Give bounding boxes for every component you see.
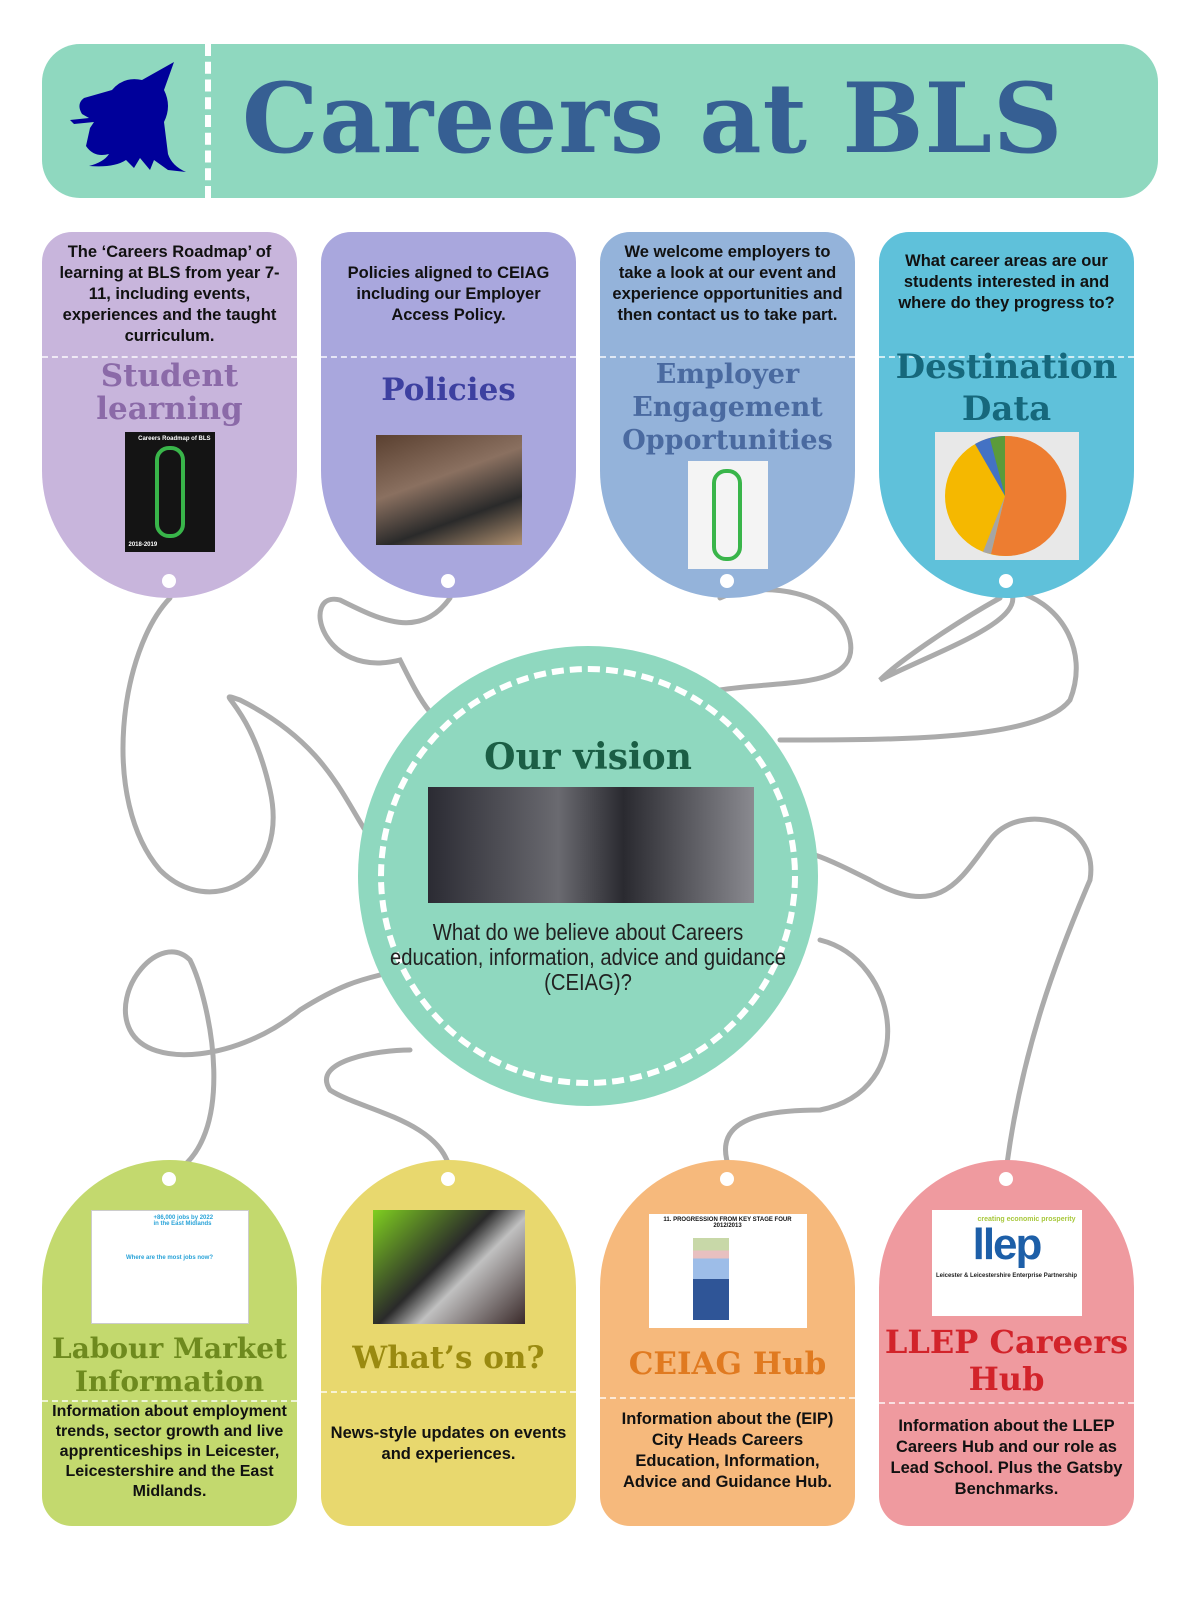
card-hole [441, 1172, 455, 1186]
card-destination-data[interactable]: What career areas are our students inter… [879, 232, 1134, 598]
card-title: Policies [381, 372, 516, 408]
card-ceiag-hub[interactable]: 11. PROGRESSION FROM KEY STAGE FOUR 2012… [600, 1160, 855, 1526]
card-policies[interactable]: Policies aligned to CEIAG including our … [321, 232, 576, 598]
labour-market-infographic: +86,000 jobs by 2022 in the East Midland… [90, 1210, 249, 1324]
card-divider [321, 356, 576, 358]
card-hole [720, 574, 734, 588]
card-student-learning[interactable]: The ‘Careers Roadmap’ of learning at BLS… [42, 232, 297, 598]
string-ceiag [723, 937, 890, 1173]
card-whats-on[interactable]: What’s on? News-style updates on events … [321, 1160, 576, 1526]
card-divider [321, 1391, 576, 1393]
header-divider [205, 44, 211, 198]
vision-text: What do we believe about Careers educati… [389, 919, 787, 995]
roadmap-image: Careers Roadmap of BLS 2018-2019 [124, 432, 215, 552]
card-description: Policies aligned to CEIAG including our … [347, 264, 550, 324]
vision-dashed-ring [378, 666, 798, 1086]
card-hole [999, 1172, 1013, 1186]
card-title: Employer Engagement Opportunities [622, 359, 833, 456]
card-hole [999, 574, 1013, 588]
card-divider [879, 1402, 1134, 1404]
card-hole [720, 1172, 734, 1186]
vision-circle[interactable]: Our vision What do we believe about Care… [358, 646, 818, 1106]
card-description: Information about the LLEP Careers Hub a… [890, 1417, 1123, 1498]
card-divider [42, 1400, 297, 1402]
card-employer-engagement[interactable]: We welcome employers to take a look at o… [600, 232, 855, 598]
vision-photo [428, 787, 754, 903]
string-policies [317, 595, 453, 715]
card-labour-market[interactable]: +86,000 jobs by 2022 in the East Midland… [42, 1160, 297, 1526]
wolf-crest-logo [70, 62, 186, 172]
card-description: Information about the (EIP) City Heads C… [621, 1410, 834, 1491]
string-destination [777, 586, 1079, 743]
destination-pie-image [934, 432, 1079, 560]
card-description: The ‘Careers Roadmap’ of learning at BLS… [59, 243, 280, 345]
card-description: News-style updates on events and experie… [330, 1424, 567, 1463]
card-llep-careers-hub[interactable]: creating economic prosperity llep Leices… [879, 1160, 1134, 1526]
llep-logo: creating economic prosperity llep Leices… [931, 1210, 1082, 1316]
card-title: CEIAG Hub [628, 1346, 827, 1382]
whats-on-photo [372, 1210, 525, 1324]
card-title: Student learning [96, 358, 243, 427]
vision-title: Our vision [484, 736, 692, 778]
header-banner: Careers at BLS [42, 44, 1158, 198]
ceiag-progression-chart: 11. PROGRESSION FROM KEY STAGE FOUR 2012… [648, 1214, 807, 1328]
card-divider [42, 356, 297, 358]
string-llep [812, 816, 1094, 1183]
card-title: Labour Market Information [52, 1332, 287, 1398]
card-title: What’s on? [352, 1340, 545, 1376]
card-title: LLEP Careers Hub [884, 1323, 1129, 1398]
string-whatson [324, 1047, 453, 1173]
card-divider [600, 356, 855, 358]
string-student-learning [120, 595, 368, 895]
policies-photo [375, 435, 522, 545]
card-divider [879, 356, 1134, 358]
card-hole [441, 574, 455, 588]
page-title: Careers at BLS [242, 62, 1064, 175]
card-hole [162, 574, 176, 588]
string-labour [122, 949, 383, 1178]
string-employer [717, 587, 854, 693]
card-divider [600, 1397, 855, 1399]
card-description: What career areas are our students inter… [898, 252, 1115, 312]
card-hole [162, 1172, 176, 1186]
employer-roadmap-image [687, 461, 768, 569]
card-description: Information about employment trends, sec… [52, 1403, 287, 1500]
card-title: Destination Data [895, 347, 1118, 429]
card-description: We welcome employers to take a look at o… [612, 243, 843, 324]
